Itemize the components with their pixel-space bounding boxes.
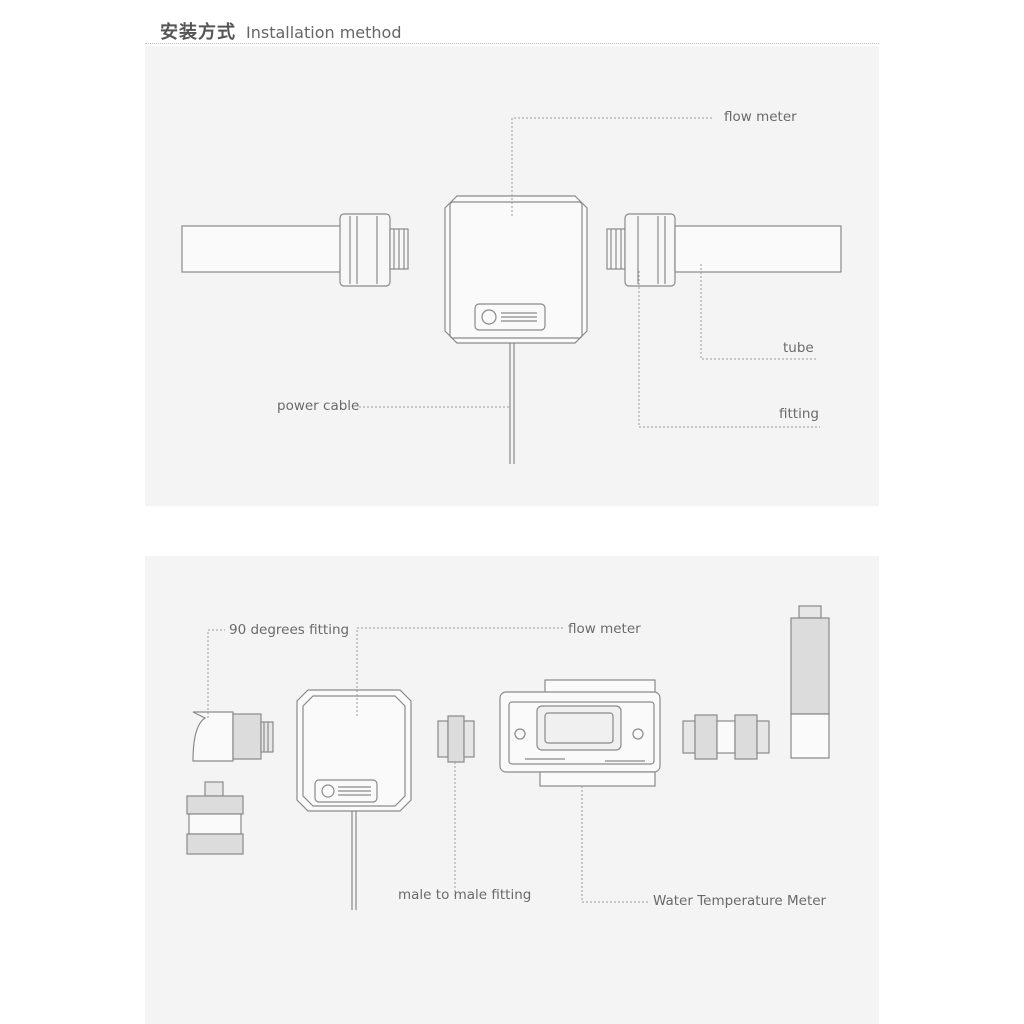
extender-fitting-icon <box>682 714 770 760</box>
ninety-degree-fitting-icon <box>192 711 274 762</box>
water-temp-leader <box>581 786 648 903</box>
label-tube: tube <box>783 340 814 356</box>
label-flow-meter-2: flow meter <box>568 621 641 637</box>
page-header: 安装方式 Installation method <box>160 18 402 44</box>
water-temperature-meter-icon <box>499 679 661 787</box>
components-diagram <box>186 605 830 910</box>
title-english: Installation method <box>246 23 402 42</box>
right-fitting-icon <box>606 213 676 287</box>
male-to-male-fitting-icon <box>437 715 475 763</box>
label-power-cable: power cable <box>277 398 360 414</box>
header-divider <box>145 43 879 44</box>
right-tube <box>674 225 842 273</box>
flow-meter-leader <box>511 117 713 216</box>
label-male-to-male-fitting: male to male fitting <box>398 887 532 903</box>
left-tube <box>181 225 348 273</box>
fitting-leader <box>638 271 820 428</box>
label-90-degrees-fitting: 90 degrees fitting <box>229 622 350 638</box>
vertical-fitting-icon <box>186 781 244 855</box>
title-chinese: 安装方式 <box>160 22 236 43</box>
label-fitting: fitting <box>779 406 819 422</box>
label-water-temperature-meter: Water Temperature Meter <box>653 893 827 909</box>
flow-meter-icon-2 <box>296 689 412 812</box>
left-fitting-icon <box>339 213 409 287</box>
installation-diagram <box>181 117 842 464</box>
tube-leader <box>700 264 817 360</box>
ninety-fitting-leader <box>207 629 225 718</box>
power-cable-icon <box>509 343 515 464</box>
installation-diagram-panel: flow meter tube power cable fitting <box>145 46 879 506</box>
flow-meter-icon <box>444 195 588 344</box>
ninety-degree-fitting-right-icon <box>790 605 830 759</box>
components-diagram-panel: 90 degrees fitting flow meter male to ma… <box>145 556 879 1024</box>
flow-meter-leader-2 <box>356 627 563 716</box>
label-flow-meter: flow meter <box>724 109 797 125</box>
